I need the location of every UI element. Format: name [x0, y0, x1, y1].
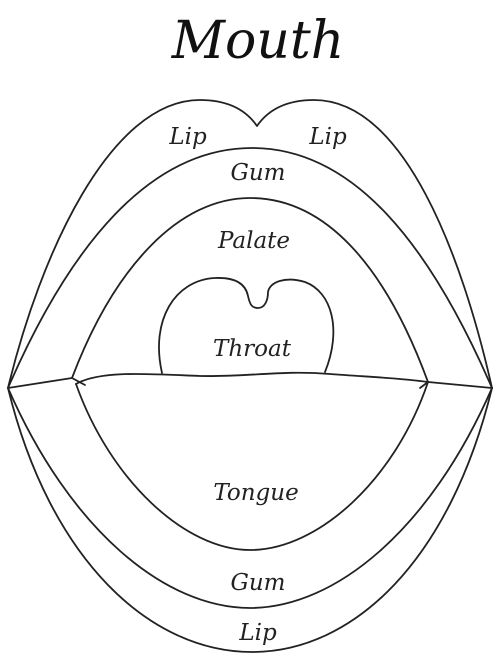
lower-lip-outline: [8, 388, 492, 652]
label-upper-lip-left: Lip: [168, 124, 207, 150]
tongue-top-outline: [76, 373, 428, 384]
label-lower-lip: Lip: [238, 620, 277, 646]
tongue-lower-outline: [76, 382, 428, 550]
diagram-title: Mouth: [171, 11, 344, 71]
right-corner-line: [420, 382, 492, 388]
label-throat: Throat: [213, 336, 292, 362]
label-lower-gum: Gum: [231, 570, 286, 596]
label-tongue: Tongue: [213, 480, 298, 506]
label-upper-lip-right: Lip: [308, 124, 347, 150]
left-corner-line: [8, 378, 85, 388]
label-upper-gum: Gum: [231, 160, 286, 186]
label-palate: Palate: [217, 228, 290, 254]
